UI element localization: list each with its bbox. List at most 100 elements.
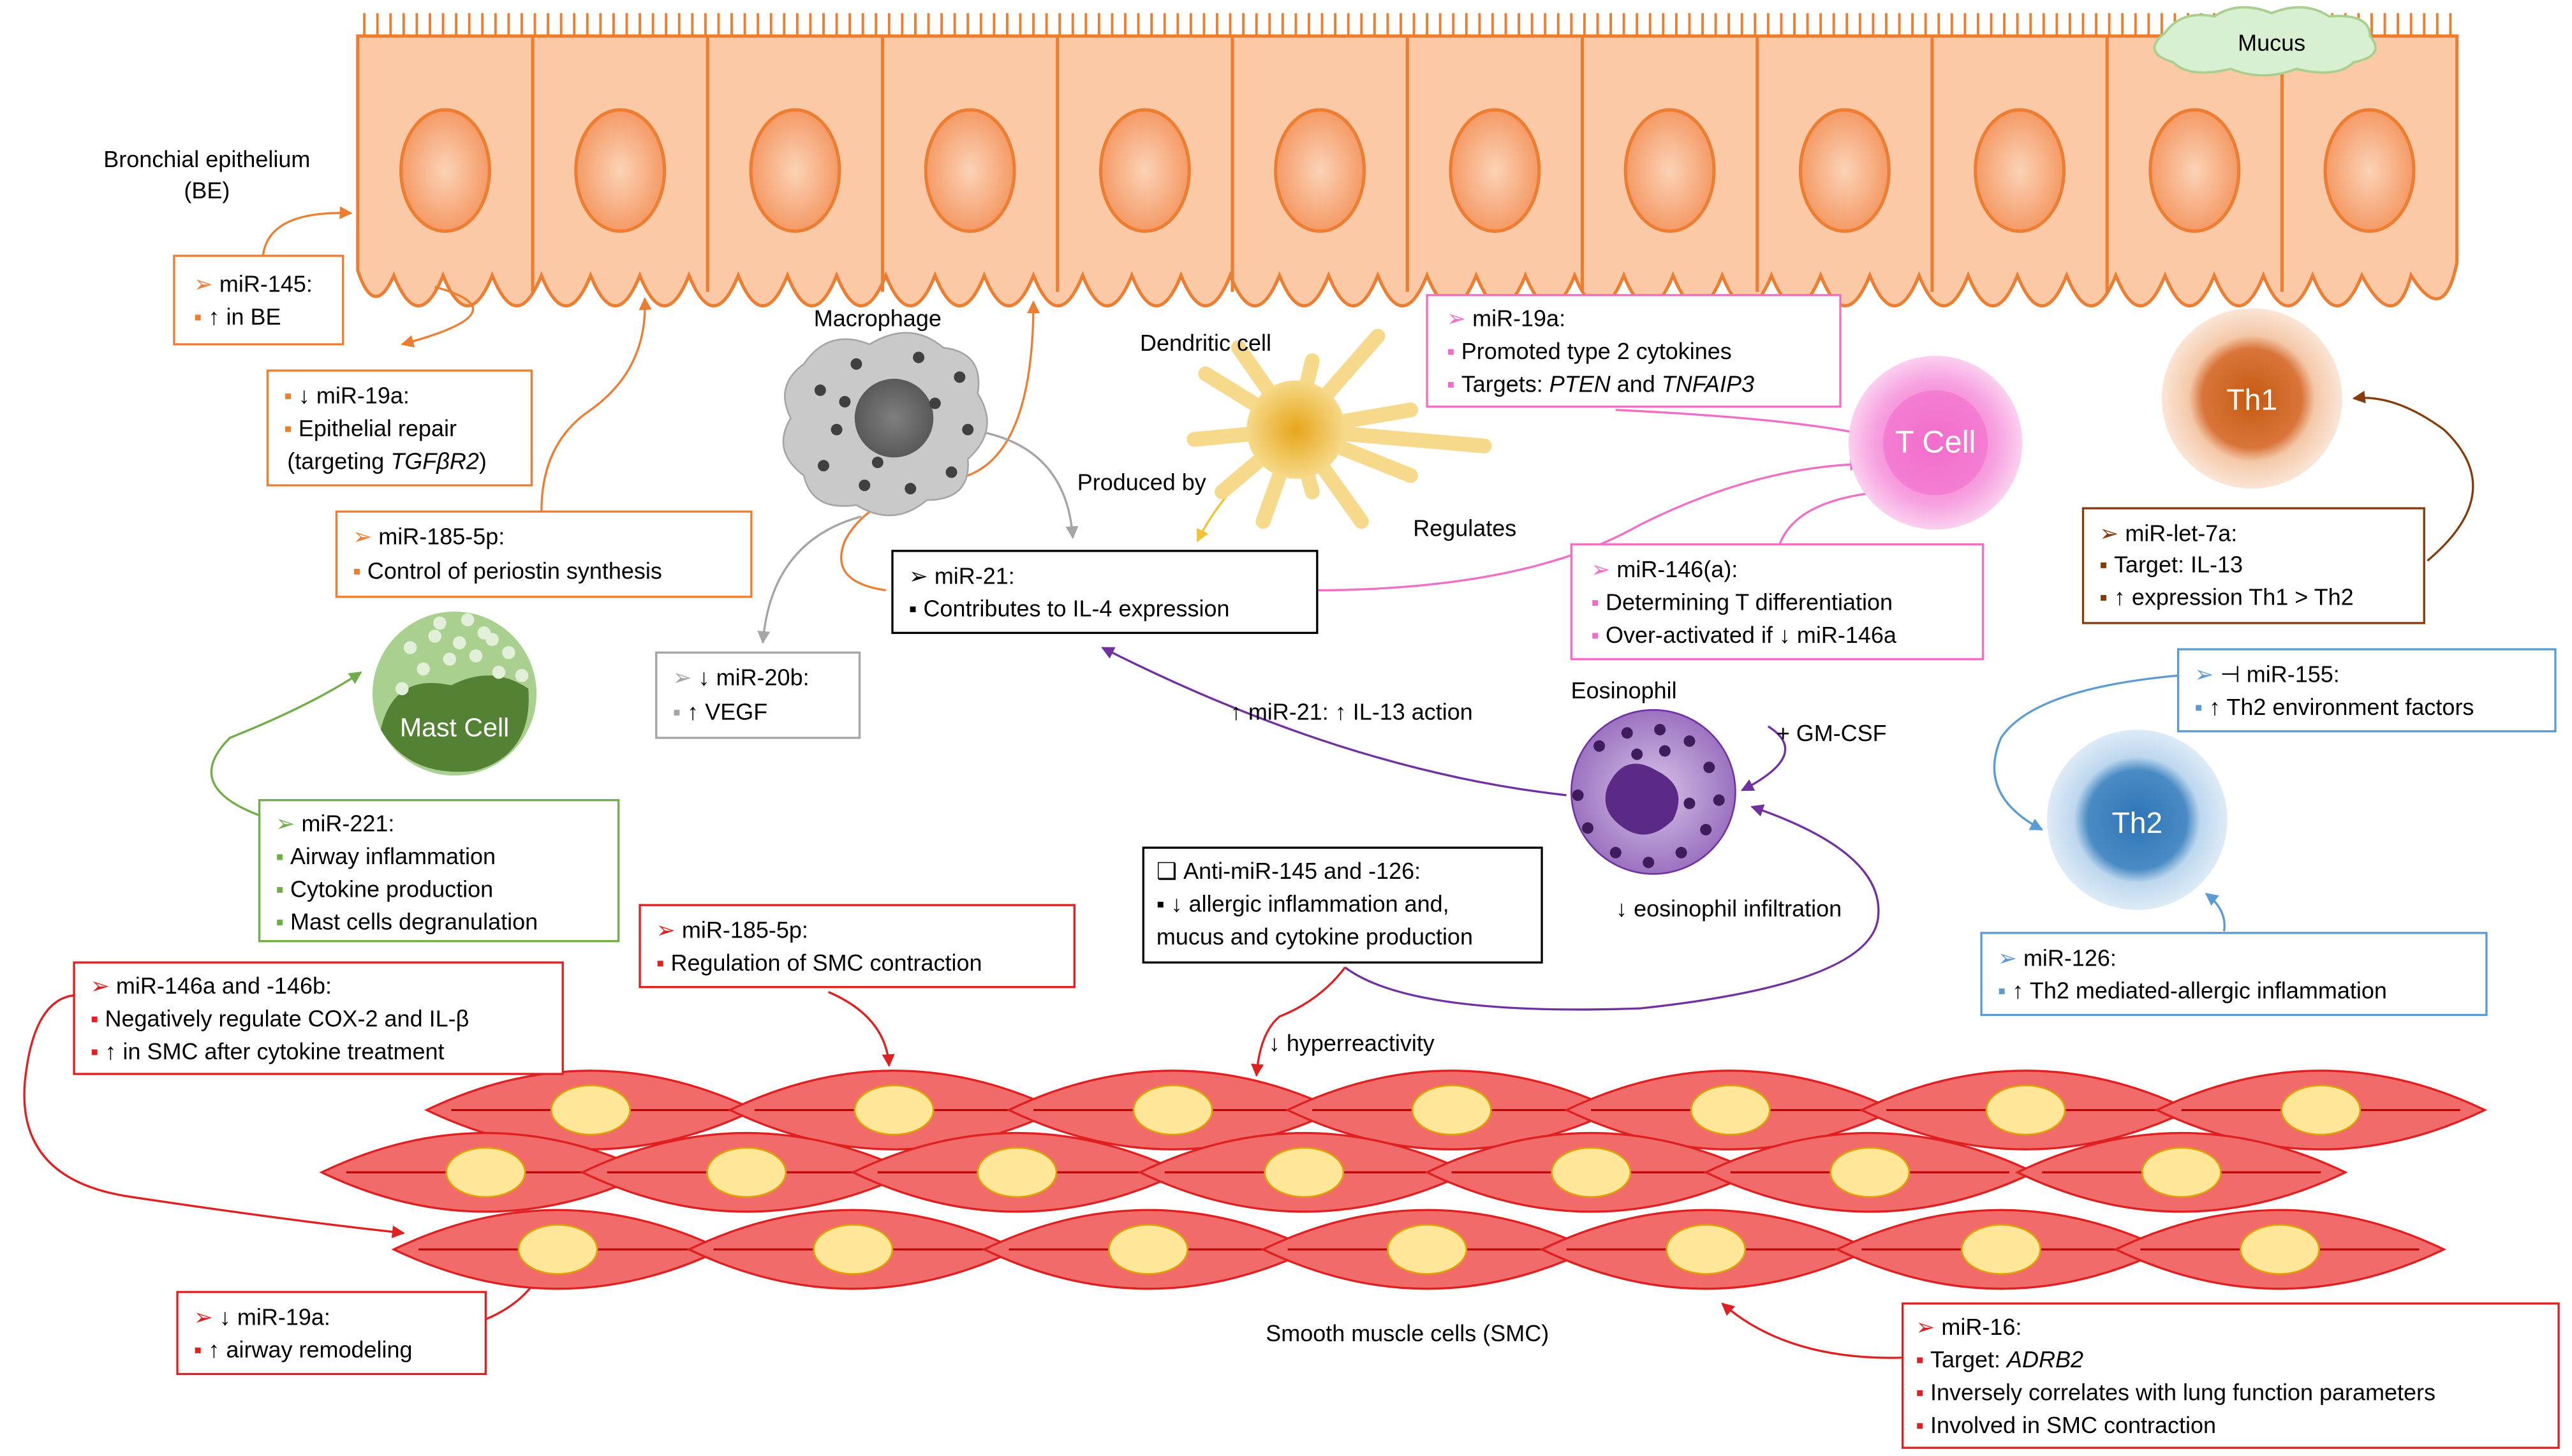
eosinophil-granule [1683,735,1696,747]
arrow-macrophage-mir21 [968,428,1079,540]
arrow-mir185-be [540,297,652,512]
mir155-title: ⊣ miR-155: [2220,661,2339,688]
mast-granule [461,613,475,627]
svg-text:mucus and cytokine production: mucus and cytokine production [1157,923,1473,950]
svg-text:▪ ↑ VEGF: ▪ ↑ VEGF [672,699,767,725]
epithelial-nucleus [924,108,1016,233]
macrophage-granule [831,423,843,436]
mir185-be-title: miR-185-5p: [378,524,505,550]
box-mir19a-be: ▪ ↓ miR-19a: ▪ Epithelial repair (target… [266,369,533,487]
mast-granule [452,636,466,650]
box-mir185-smc: ➢ miR-185-5p: ▪ Regulation of SMC contra… [639,904,1076,989]
smc-nucleus [1666,1224,1747,1275]
mast-cell: Mast Cell [372,611,537,776]
arrow-eosinophil-mir21 [1101,647,1567,797]
mast-granule [492,665,506,679]
eosinophil-granule [1572,789,1584,801]
eosinophil-granule [1675,846,1687,858]
svg-text:❑ Anti-miR-145 and -126:: ❑ Anti-miR-145 and -126: [1157,858,1421,884]
svg-text:▪ ↑ in SMC after cytokine tre: ▪ ↑ in SMC after cytokine treatment [91,1038,445,1064]
mir19a-t-gene2: TNFAIP3 [1662,371,1754,397]
mir16-item2: Inversely correlates with lung function … [1930,1379,2435,1406]
t-cell: T Cell [1848,355,2023,530]
svg-text:➢ miR-21:: ➢ miR-21: [909,563,1015,589]
mast-granule [469,649,483,663]
mast-cell-label: Mast Cell [400,712,509,742]
svg-text:▪ Airway inflammation: ▪ Airway inflammation [276,843,496,869]
svg-text:➢ ↓ miR-19a:: ➢ ↓ miR-19a: [194,1304,330,1330]
smc-nucleus [1264,1147,1345,1198]
eosinophil-granule [1643,857,1655,869]
macrophage-granule [913,351,925,364]
mir221-item3: Mast cells degranulation [290,909,538,935]
arrow-mir146a-tcell [1778,487,1883,545]
svg-text:▪ Regulation of SMC contracti: ▪ Regulation of SMC contraction [656,950,982,976]
smc-nucleus [854,1084,935,1136]
eosinophil-granule [1609,846,1622,858]
mir221-item1: Airway inflammation [290,843,496,869]
mir146a-t-item1: Determining T differentiation [1606,589,1893,615]
be-label-line1: Bronchial epithelium [103,146,310,172]
t-cell-label: T Cell [1895,425,1976,460]
macrophage-granule [871,457,883,469]
smc-nucleus [1690,1084,1771,1136]
svg-text:➢ miR-let-7a:: ➢ miR-let-7a: [2099,520,2237,546]
mir145-item: ↑ in BE [209,304,281,330]
smc-nucleus [1387,1224,1468,1275]
epithelial-nucleus [1623,108,1716,233]
mast-granule [515,668,529,682]
arrow-mir126-th2 [2205,892,2226,932]
arrow-mir221-mastcell [210,671,362,818]
mir126-title: miR-126: [2023,945,2117,971]
eosinophil-granule [1683,797,1696,809]
mirlet7a-item2: ↑ expression Th1 > Th2 [2114,584,2354,610]
box-mir126: ➢ miR-126: ▪ ↑ Th2 mediated-allergic inf… [1980,932,2488,1017]
macrophage-granule [954,371,966,383]
mir146ab-item2: ↑ in SMC after cytokine treatment [105,1038,445,1064]
mir185-smc-title: miR-185-5p: [682,917,808,943]
mir146ab-item1: Negatively regulate COX-2 and IL-β [105,1005,469,1031]
box-mir20b: ➢ ↓ miR-20b: ▪ ↑ VEGF [655,651,861,739]
arrow-mir21-tcell [1312,458,1863,592]
svg-text:▪ Cytokine production: ▪ Cytokine production [276,876,493,902]
smc-nucleus [445,1147,526,1198]
eosinophil-granule [1654,724,1666,736]
svg-text:➢ miR-126:: ➢ miR-126: [1998,945,2117,971]
mir185-be-item: Control of periostin synthesis [367,558,662,584]
svg-text:▪ Epithelial repair: ▪ Epithelial repair [284,415,457,441]
bronchial-epithelium [356,13,2459,307]
mir221-title: miR-221: [301,810,394,836]
mir21-il13-label: ↑ miR-21: ↑ IL-13 action [1231,699,1473,725]
mast-granule [403,641,417,654]
svg-text:▪ ↓ miR-19a:: ▪ ↓ miR-19a: [284,382,410,408]
mir19a-t-gene1: PTEN [1549,371,1611,397]
epithelial-nucleus [1098,108,1191,233]
svg-text:▪ ↑ airway remodeling: ▪ ↑ airway remodeling [194,1337,413,1363]
smc-nucleus [813,1224,894,1275]
epithelial-nucleus [399,108,491,233]
box-mir16: ➢ miR-16: ▪ Target: ADRB2 ▪ Inversely co… [1902,1302,2560,1449]
svg-text:▪ ↑ expression Th1 > Th2: ▪ ↑ expression Th1 > Th2 [2099,584,2353,610]
svg-text:➢ ⊣ miR-155:: ➢ ⊣ miR-155: [2194,661,2339,688]
arrow-mir155-th2 [1993,674,2178,831]
svg-text:➢ miR-145:: ➢ miR-145: [194,271,313,297]
mir19a-be-item2: (targeting [287,448,390,474]
smc-nucleus [517,1224,598,1275]
svg-text:▪ Determining T differentiati: ▪ Determining T differentiation [1591,589,1893,615]
svg-text:➢ miR-185-5p:: ➢ miR-185-5p: [353,524,505,550]
epithelial-nucleus [1798,108,1891,233]
eosinophil-granule [1582,822,1594,834]
mast-granule [417,662,430,676]
mir146a-t-title: miR-146(a): [1616,556,1738,582]
svg-text:▪ Over-activated if ↓ miR-14: ▪ Over-activated if ↓ miR-146a [1591,622,1897,648]
epithelial-nucleus [749,108,841,233]
mir19a-smc-item: ↑ airway remodeling [209,1337,413,1363]
svg-text:➢ miR-16:: ➢ miR-16: [1916,1314,2021,1340]
dendritic-cell: Dendritic cell [1140,328,1492,529]
anti-mir-item1: ↓ allergic inflammation and, [1171,890,1449,916]
arrow-be-mir19a [401,286,475,348]
anti-mir-title: Anti-miR-145 and -126: [1183,858,1421,884]
mast-granule [485,633,499,646]
mir16-title: miR-16: [1941,1314,2021,1340]
eosinophil-granule [1659,745,1671,757]
